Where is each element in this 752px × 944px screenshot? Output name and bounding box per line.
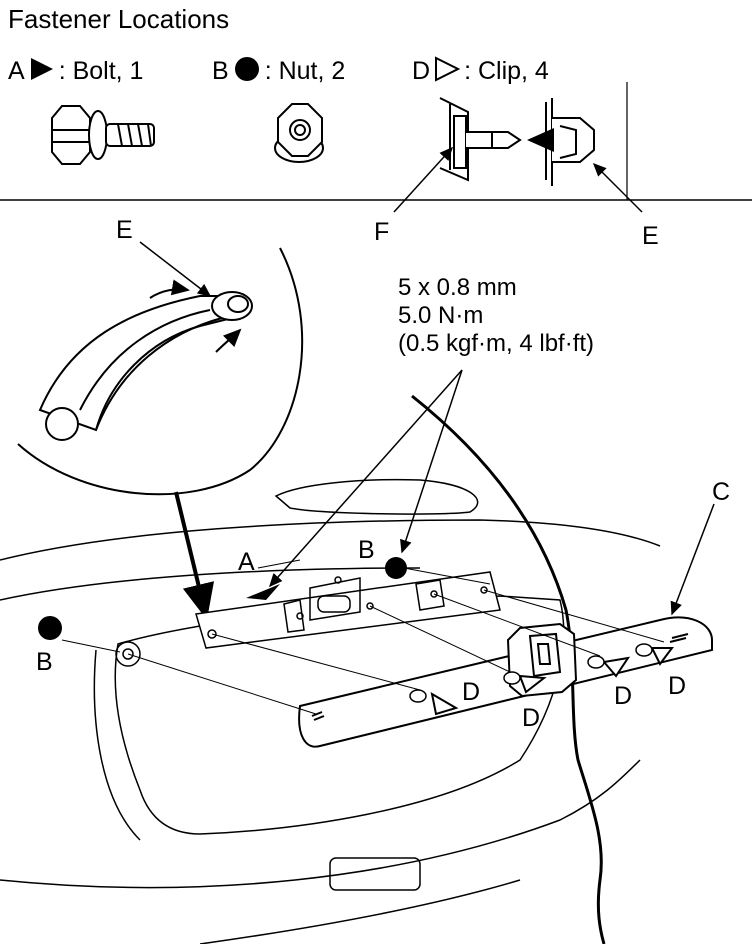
leader-F <box>393 146 454 213</box>
open-triangle-icon <box>434 56 461 87</box>
legend-text: : Bolt, 1 <box>58 57 144 85</box>
fastener-markers <box>38 557 674 716</box>
leader-E-inset <box>139 241 212 297</box>
legend-letter: D <box>412 57 431 85</box>
legend-text: : Clip, 4 <box>464 57 549 85</box>
callout-E-clip: E <box>642 222 659 250</box>
bolt-marker-A <box>246 584 280 600</box>
callout-D2: D <box>522 704 541 732</box>
leader-E-top <box>592 162 643 213</box>
bracket-panel <box>115 571 501 667</box>
torque-spec-imperial: (0.5 kgf·m, 4 lbf·ft) <box>398 330 595 357</box>
attachment-lines <box>61 559 665 715</box>
legend-letter: B <box>212 57 229 85</box>
callout-D3: D <box>614 682 633 710</box>
callout-F: F <box>374 218 390 246</box>
legend-item-clip: D : Clip, 4 <box>412 56 549 87</box>
torque-spec-size: 5 x 0.8 mm <box>398 274 517 301</box>
filled-circle-icon <box>233 56 261 87</box>
tailgate-edge-curve <box>411 394 606 944</box>
clip-marker-D1 <box>430 692 459 716</box>
legend-letter: A <box>8 57 25 85</box>
torque-spec: 5 x 0.8 mm 5.0 N·m (0.5 kgf·m, 4 lbf·ft) <box>398 274 594 358</box>
nut-marker-B-left <box>38 616 62 640</box>
filled-triangle-icon <box>29 56 55 87</box>
tailgate-body <box>0 478 661 944</box>
callout-D4: D <box>668 672 687 700</box>
clip-marker-D2 <box>518 674 547 694</box>
leader-spec-to-A <box>269 369 463 588</box>
leader-C <box>670 503 715 616</box>
callout-B-left: B <box>36 648 53 676</box>
diagram-title: Fastener Locations <box>8 4 230 34</box>
clip-marker-D4 <box>650 647 674 666</box>
legend-item-bolt: A : Bolt, 1 <box>8 56 143 87</box>
inset-detail-view <box>17 247 304 496</box>
callout-D1: D <box>462 678 481 706</box>
callout-C: C <box>712 478 731 506</box>
torque-spec-nm: 5.0 N·m <box>398 302 484 329</box>
legend-text: : Nut, 2 <box>264 57 346 85</box>
leader-spec-to-B <box>400 369 463 554</box>
clip-marker-D3 <box>602 656 631 678</box>
callout-B-upper: B <box>358 536 375 564</box>
bolt-illustration <box>51 105 155 165</box>
nut-illustration <box>274 103 324 163</box>
inset-pointer-line <box>174 491 215 620</box>
callout-E-inset: E <box>116 216 133 244</box>
legend-item-nut: B : Nut, 2 <box>212 56 345 87</box>
nut-marker-B-upper <box>385 557 407 579</box>
clip-illustration <box>439 97 595 186</box>
callout-A: A <box>238 548 255 576</box>
